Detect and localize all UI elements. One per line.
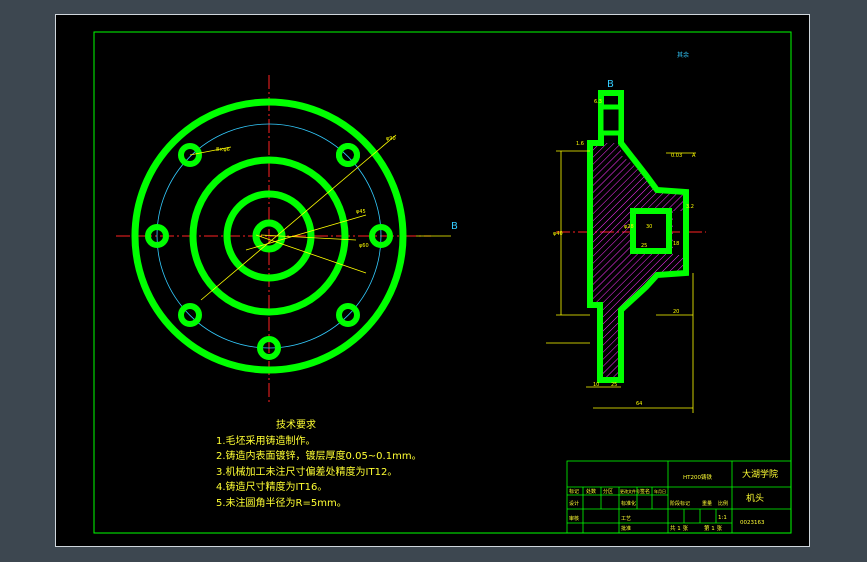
drawing-number: 0023163 <box>740 520 765 526</box>
header-cell: 签名 <box>640 488 650 495</box>
sheet-no: 第 1 张 <box>704 524 722 532</box>
tech-item: 3.机械加工未注尺寸偏差处精度为IT12。 <box>216 466 398 478</box>
title-block <box>566 460 792 534</box>
dim-label: 18 <box>673 241 679 247</box>
dim-label: 3.2 <box>686 204 694 210</box>
header-cell: 年月日 <box>654 488 666 494</box>
bolt-holes <box>145 143 393 360</box>
inner-border <box>93 31 792 534</box>
title-block-text: HT200铸铁 大湖学院 机头 0023163 1:1 共 1 张 第 1 张 … <box>569 468 778 532</box>
signature-label: 设计 <box>569 500 579 507</box>
stage-label: 阶段标记 <box>670 500 690 507</box>
bolt-hole <box>257 336 281 360</box>
section-view: φ40 φ28 30 25 10 18 25 20 64 6.3 1.6 3.2… <box>546 51 706 413</box>
cad-viewport: 8×φ6 φ90 φ45 φ60 B φ40 <box>55 14 810 547</box>
sheet-total: 共 1 张 <box>670 524 688 532</box>
section-dimension-texts: φ40 φ28 30 25 10 18 25 20 64 6.3 1.6 3.2… <box>553 99 696 407</box>
dim-label: φ60 <box>359 243 369 249</box>
dim-label: 1.6 <box>576 141 584 147</box>
tech-item: 5.未注圆角半径为R=5mm。 <box>216 497 347 509</box>
section-dimension-lines <box>546 150 696 413</box>
school-name: 大湖学院 <box>742 468 778 480</box>
technical-requirements: 技术要求 1.毛坯采用铸造制作。 2.铸造内表面镀锌，镀层厚度0.05~0.1m… <box>216 418 422 511</box>
bolt-hole <box>369 224 393 248</box>
tech-title: 技术要求 <box>276 420 316 431</box>
stage-label: 比例 <box>718 500 728 507</box>
bolt-circle <box>156 123 382 349</box>
tech-item: 2.铸造内表面镀锌，镀层厚度0.05~0.1mm。 <box>216 451 422 462</box>
tech-item: 4.铸造尺寸精度为IT16。 <box>216 482 328 493</box>
outer-flange-circle <box>131 98 407 374</box>
signature-label: 批准 <box>621 525 631 532</box>
boss-inner-circle <box>223 190 315 282</box>
material-label: HT200铸铁 <box>683 473 712 481</box>
dim-label: φ90 <box>386 136 396 142</box>
header-cell: 分区 <box>603 488 613 495</box>
dim-label: φ40 <box>553 231 563 237</box>
signature-label: 标准化 <box>621 500 636 507</box>
bolt-hole <box>336 143 360 167</box>
roughness-note: 其余 <box>677 51 689 59</box>
bolt-hole <box>336 303 360 327</box>
header-cell: 标记 <box>569 488 579 495</box>
dim-label: 6.3 <box>594 99 602 105</box>
section-inner-bore <box>630 208 672 254</box>
dim-label: 64 <box>636 401 642 407</box>
signature-label: 审核 <box>569 515 579 522</box>
section-top-slot <box>598 104 624 136</box>
front-view: 8×φ6 φ90 φ45 φ60 B <box>116 75 458 403</box>
header-cell: 处数 <box>586 488 596 495</box>
bolt-hole <box>145 224 169 248</box>
bolt-hole <box>178 143 202 167</box>
dim-label: 25 <box>641 243 647 249</box>
stage-label: 重量 <box>702 500 712 507</box>
dim-label: φ28 <box>624 224 634 230</box>
drawing-sheet: 8×φ6 φ90 φ45 φ60 B φ40 <box>93 31 792 534</box>
header-cell: 更改文件号 <box>620 488 640 494</box>
bolt-hole <box>178 303 202 327</box>
view-label-side: B <box>451 221 458 232</box>
dim-label: 10 <box>593 382 599 388</box>
tech-item: 1.毛坯采用铸造制作。 <box>216 435 316 447</box>
signature-label: 工艺 <box>621 516 631 522</box>
boss-outer-circle <box>189 156 349 316</box>
dim-label: 20 <box>673 309 679 315</box>
dim-label: φ45 <box>356 209 366 215</box>
dim-label: A <box>692 153 696 159</box>
front-dimension-lines <box>189 134 451 301</box>
dim-label: 30 <box>646 224 652 230</box>
dim-label: 0.03 <box>671 153 682 159</box>
ratio: 1:1 <box>718 515 727 521</box>
section-outline <box>587 90 689 383</box>
front-dimension-texts: 8×φ6 φ90 φ45 φ60 <box>216 136 396 249</box>
part-name: 机头 <box>746 492 764 504</box>
section-body-hatch <box>590 143 686 380</box>
dim-label: 8×φ6 <box>216 147 230 153</box>
dim-label: 25 <box>611 382 617 388</box>
view-label-top: B <box>607 79 614 90</box>
